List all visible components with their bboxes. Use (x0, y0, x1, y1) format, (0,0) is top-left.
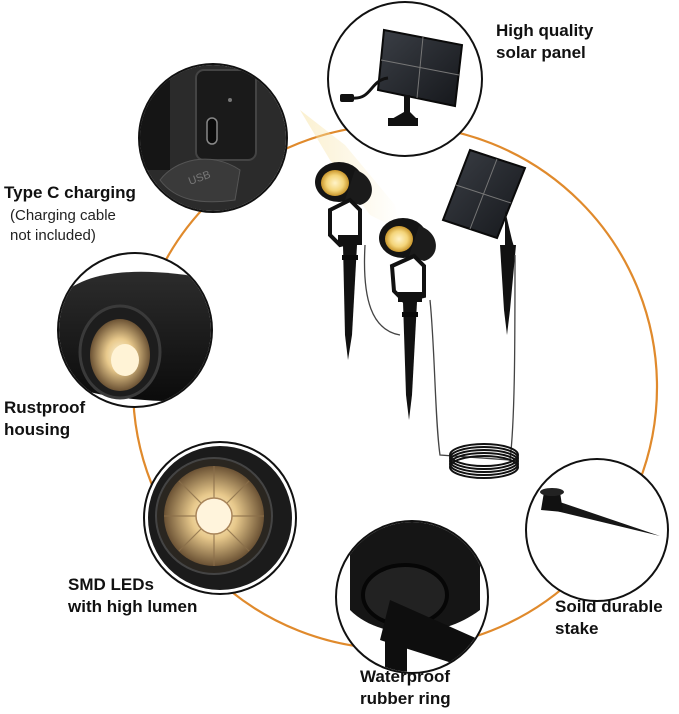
solar-panel-bubble (327, 1, 483, 157)
solar-panel-label-line1: High quality (496, 21, 594, 40)
type-c-note-line1: (Charging cable (10, 207, 116, 224)
stake-bubble (525, 458, 669, 602)
stake-label-line1: Soild durable (555, 597, 663, 616)
type-c-label: Type C charging (4, 182, 136, 204)
housing-label-line1: Rustproof (4, 398, 86, 417)
type-c-note-line2: not included) (10, 227, 96, 244)
housing-label-line2: housing (4, 420, 71, 439)
ring-label-line2: rubber ring (360, 689, 451, 708)
stake-label: Soild durable stake (555, 596, 663, 640)
solar-panel-label: High quality solar panel (496, 20, 593, 64)
ring-label-line1: Waterproof (360, 667, 451, 686)
housing-label: Rustproof housing (4, 397, 85, 441)
led-label: SMD LEDs with high lumen (68, 574, 197, 618)
spotlight-right (379, 218, 436, 420)
type-c-note: (Charging cable not included) (10, 206, 116, 246)
type-c-bubble: USB (138, 63, 288, 213)
spotlight-left (315, 162, 372, 360)
coiled-cable (449, 443, 519, 479)
ring-bubble (335, 520, 489, 674)
solar-panel-label-line2: solar panel (496, 43, 586, 62)
stake-label-line2: stake (555, 619, 599, 638)
type-c-title: Type C charging (4, 183, 136, 202)
spotlight-set (300, 110, 527, 479)
ring-label: Waterproof rubber ring (360, 666, 451, 710)
solar-panel-stake (441, 148, 527, 335)
led-label-line2: with high lumen (68, 597, 198, 616)
led-label-line1: SMD LEDs (68, 575, 154, 594)
housing-bubble (57, 252, 213, 408)
led-bubble (143, 441, 297, 595)
